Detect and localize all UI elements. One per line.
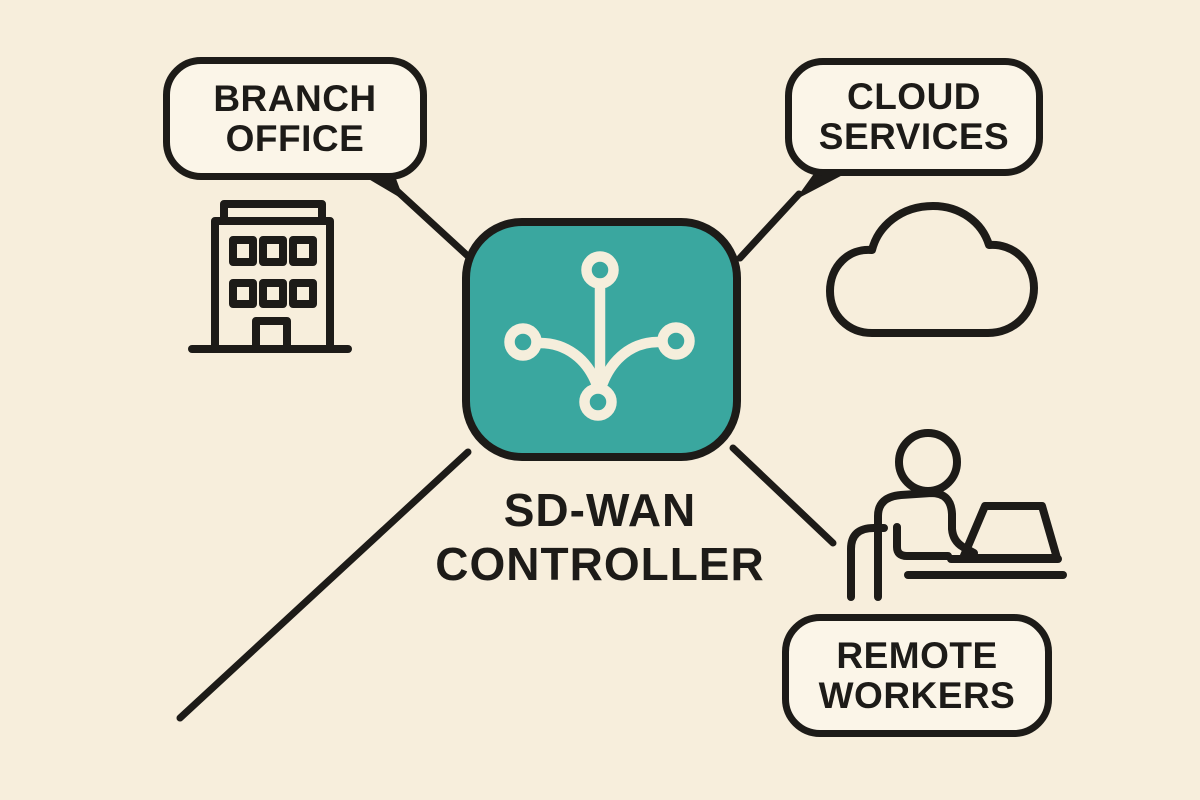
remote-workers-label-line2: WORKERS [818,674,1016,716]
cloud-icon [826,202,1038,337]
person-laptop-icon [847,429,1067,601]
office-building-icon [188,200,352,353]
connector-remote-line [729,444,837,547]
network-hub-icon [504,251,695,421]
branch-office-label-line2: OFFICE [225,117,365,159]
cloud-bubble-tail [795,168,856,200]
cloud-services-label-line2: SERVICES [818,116,1010,157]
cloud-services-label-line1: CLOUD [846,76,982,118]
cloud-services-label: CLOUD SERVICES [785,58,1043,176]
connector-bottom-left-line [176,448,472,722]
remote-workers-label: REMOTE WORKERS [782,614,1052,737]
connector-branch-line [392,186,474,262]
controller-title-line2: CONTROLLER [435,538,765,591]
connector-cloud-line [736,190,803,262]
branch-office-label-line1: BRANCH [213,77,377,119]
remote-workers-label-line1: REMOTE [836,634,998,676]
controller-title: SD-WAN CONTROLLER [300,483,900,592]
branch-office-label: BRANCH OFFICE [163,57,427,180]
controller-title-line1: SD-WAN [503,484,697,536]
